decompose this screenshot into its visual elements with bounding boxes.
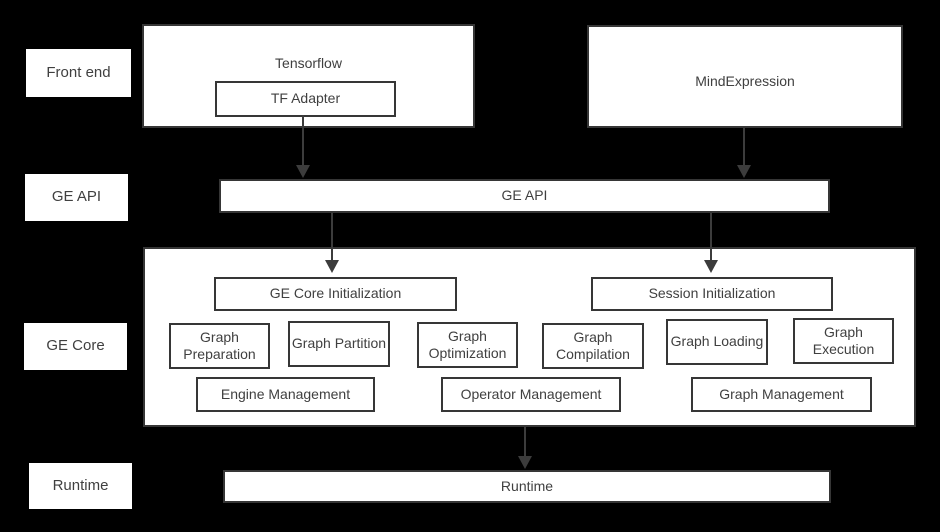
- layer-label-ge-api: GE API: [25, 174, 128, 221]
- arrow-ge-core-to-runtime: [518, 427, 532, 469]
- graph-loading-box: Graph Loading: [666, 319, 768, 365]
- tensorflow-title: Tensorflow: [275, 55, 342, 71]
- arrow-shaft: [302, 115, 304, 167]
- layer-label-ge-core: GE Core: [24, 323, 127, 370]
- graph-partition-box: Graph Partition: [288, 321, 390, 367]
- arrow-head-icon: [296, 165, 310, 178]
- mindexpression-box: MindExpression: [587, 25, 903, 128]
- operator-management-box: Operator Management: [441, 377, 621, 412]
- graph-management-box: Graph Management: [691, 377, 872, 412]
- tf-adapter-box: TF Adapter: [215, 81, 396, 117]
- arrow-shaft: [710, 213, 712, 262]
- arrow-ge-api-to-session-initialization: [704, 213, 718, 273]
- layer-label-front-end: Front end: [26, 49, 131, 97]
- graph-execution-box: Graph Execution: [793, 318, 894, 364]
- arrow-mindexpression-to-ge-api: [737, 128, 751, 178]
- graph-compilation-box: Graph Compilation: [542, 323, 644, 369]
- graph-preparation-box: Graph Preparation: [169, 323, 270, 369]
- engine-management-box: Engine Management: [196, 377, 375, 412]
- layer-label-runtime: Runtime: [29, 463, 132, 509]
- tensorflow-box: Tensorflow TF Adapter: [142, 24, 475, 128]
- arrow-shaft: [331, 213, 333, 262]
- runtime-bar: Runtime: [223, 470, 831, 503]
- graph-optimization-box: Graph Optimization: [417, 322, 518, 368]
- arrow-shaft: [524, 427, 526, 458]
- mindexpression-title: MindExpression: [695, 73, 795, 89]
- arrow-head-icon: [737, 165, 751, 178]
- arrow-head-icon: [518, 456, 532, 469]
- arrow-ge-api-to-ge-core-initialization: [325, 213, 339, 273]
- arrow-head-icon: [325, 260, 339, 273]
- session-initialization-box: Session Initialization: [591, 277, 833, 311]
- arrow-head-icon: [704, 260, 718, 273]
- arrow-tf-adapter-to-ge-api: [296, 115, 310, 178]
- ge-core-initialization-box: GE Core Initialization: [214, 277, 457, 311]
- arrow-shaft: [743, 128, 745, 167]
- ge-api-bar: GE API: [219, 179, 830, 213]
- ge-core-box: GE Core Initialization Session Initializ…: [143, 247, 916, 427]
